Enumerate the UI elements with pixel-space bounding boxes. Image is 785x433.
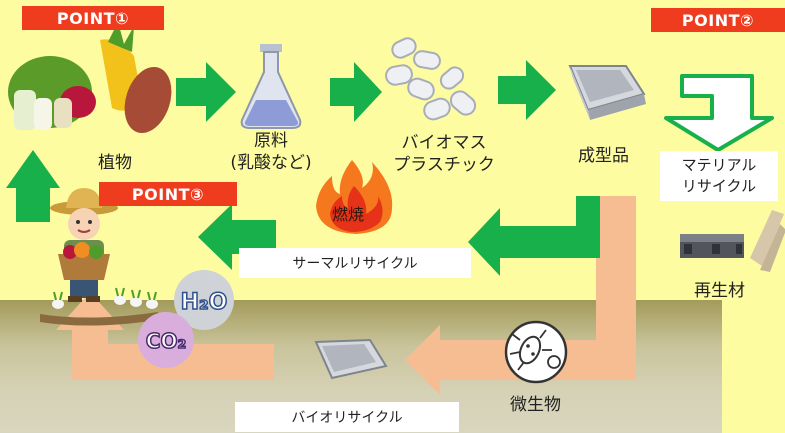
bio-recycle-label: バイオリサイクル — [235, 402, 459, 432]
point-1-badge: POINT① — [22, 6, 164, 30]
plants-label: 植物 — [98, 153, 132, 173]
peach-arrow-down — [596, 196, 636, 358]
green-arrow-2 — [330, 62, 382, 122]
vegetables-icon — [8, 22, 172, 134]
molded-product-label: 成型品 — [578, 146, 629, 166]
radish-sprouts-icon — [40, 287, 158, 326]
material-recycle-label: マテリアル リサイクル — [660, 151, 778, 201]
peach-arrowhead-left — [405, 325, 440, 395]
recycled-material-label: 再生材 — [694, 281, 745, 301]
material-recycle-line1: マテリアル — [681, 156, 757, 174]
green-arrow-1 — [176, 62, 236, 122]
thermal-recycle-label: サーマルリサイクル — [239, 248, 471, 278]
biomass-plastic-line1: バイオマス — [401, 133, 487, 153]
fire-icon — [316, 160, 393, 234]
point-3-badge: POINT③ — [99, 182, 237, 206]
microbe-icon — [504, 320, 568, 384]
material-recycle-arrow — [664, 74, 774, 152]
co2-bubble-icon: CO₂ — [138, 312, 194, 368]
recycled-material-icon — [680, 210, 785, 272]
buried-tray-icon — [314, 338, 388, 380]
raw-material-line2: (乳酸など) — [230, 153, 312, 173]
combustion-label: 燃焼 — [332, 205, 365, 224]
green-arrow-up-to-plants — [6, 150, 60, 222]
green-thermal-return-right — [468, 196, 600, 276]
h2o-text: H₂O — [181, 290, 228, 315]
microbes-label: 微生物 — [510, 395, 561, 415]
plastic-pellets-icon — [385, 37, 477, 121]
farmer-icon — [50, 188, 118, 302]
raw-material-line1: 原料 — [254, 131, 288, 151]
co2-text: CO₂ — [146, 329, 186, 353]
material-recycle-line2: リサイクル — [681, 177, 757, 195]
point-2-badge: POINT② — [651, 8, 785, 32]
h2o-bubble-icon: H₂O — [174, 270, 234, 330]
raw-material-label: 原料 (乳酸など) — [226, 130, 316, 174]
biomass-plastic-label: バイオマス プラスチック — [384, 132, 504, 176]
biomass-plastic-line2: プラスチック — [393, 155, 495, 175]
green-arrow-3 — [498, 60, 556, 120]
molded-tray-icon — [568, 65, 646, 120]
flask-icon — [240, 44, 302, 129]
